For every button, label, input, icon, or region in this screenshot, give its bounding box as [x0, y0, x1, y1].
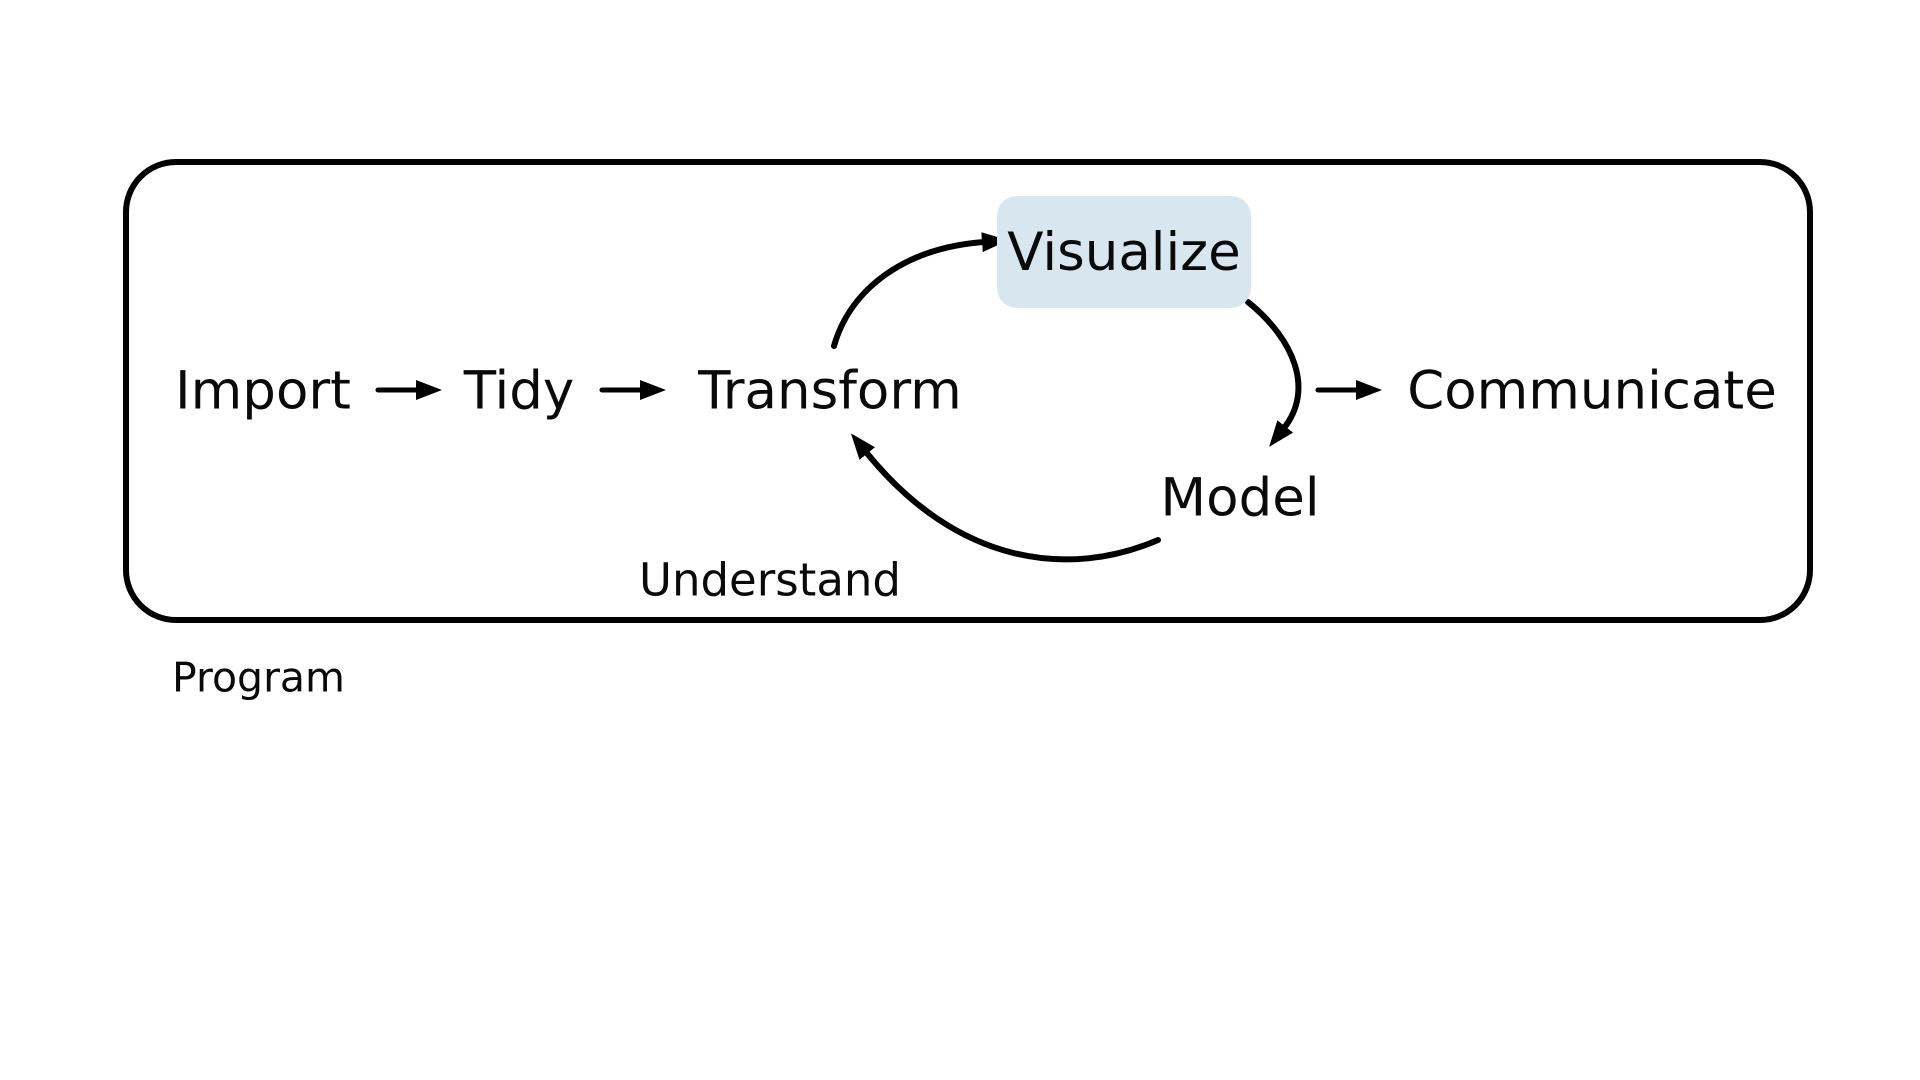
node-communicate: Communicate — [1407, 360, 1777, 422]
arc-model-to-transform — [850, 433, 1161, 563]
node-visualize-highlight: Visualize — [997, 196, 1251, 308]
program-caption: Program — [172, 653, 345, 702]
understand-cycle-label: Understand — [639, 553, 901, 607]
arc-transform-to-visualize — [831, 232, 1008, 349]
node-transform: Transform — [698, 360, 962, 422]
node-tidy: Tidy — [463, 360, 575, 422]
node-import: Import — [175, 360, 351, 422]
node-model: Model — [1160, 467, 1320, 529]
program-outline-box — [123, 159, 1813, 623]
node-visualize: Visualize — [1007, 221, 1241, 283]
arc-visualize-to-model — [1245, 299, 1302, 447]
